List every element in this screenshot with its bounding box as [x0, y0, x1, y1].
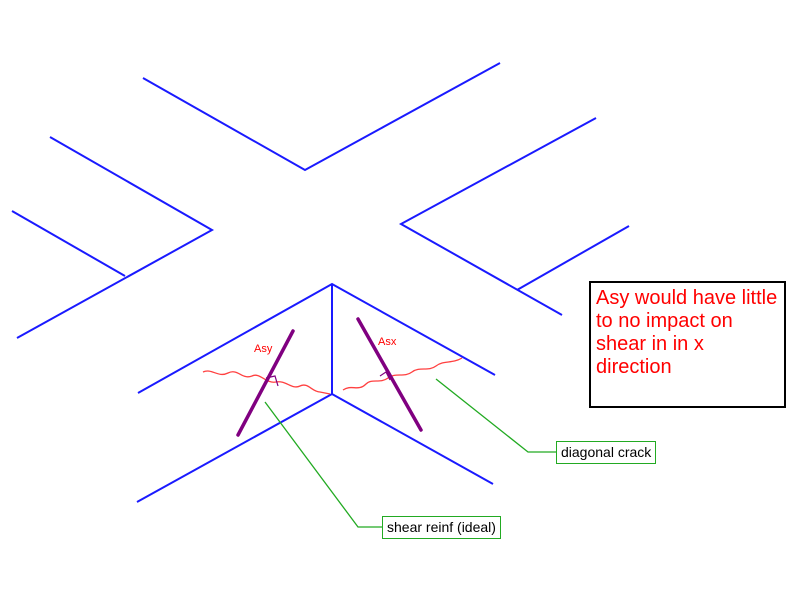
slab-edge-top-v	[142, 62, 501, 172]
slab-edge-left-corner	[16, 136, 215, 339]
rebar-asy	[236, 329, 295, 437]
leader-diagonal-crack	[435, 378, 556, 453]
leader-shear-reinf	[264, 401, 382, 528]
annotation-note: Asy would have little to no impact on sh…	[589, 281, 786, 408]
block-top-edges	[137, 282, 496, 394]
shear-reinforcement	[236, 317, 423, 437]
upper-slab-outline	[11, 62, 630, 339]
label-asy: Asy	[254, 343, 273, 355]
diagonal-cracks	[202, 357, 463, 395]
rebar-asx	[356, 317, 423, 432]
label-asx: Asx	[378, 336, 397, 348]
crack-right-face	[342, 357, 463, 391]
callout-shear-reinf: shear reinf (ideal)	[382, 516, 501, 539]
callout-diagonal-crack: diagonal crack	[556, 441, 657, 464]
right-angle-asy	[265, 375, 279, 387]
right-angle-asx	[379, 371, 391, 381]
crack-left-face	[202, 370, 331, 395]
right-angle-markers	[265, 371, 391, 387]
block-bottom-edges	[136, 392, 494, 503]
slab-edge-far-left	[11, 210, 126, 277]
lower-slab-block	[136, 282, 496, 503]
callout-leaders	[264, 378, 556, 528]
slab-edge-far-right	[516, 225, 630, 291]
slab-edge-right-corner	[398, 117, 597, 316]
